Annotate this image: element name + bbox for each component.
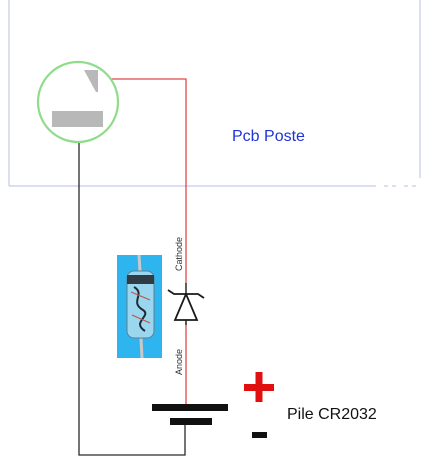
wires (78, 78, 187, 456)
pcb-outline (8, 0, 421, 187)
pcb-label: Pcb Poste (232, 128, 305, 145)
glass-diode-photo-icon (117, 254, 162, 359)
switch-circle (36, 60, 120, 144)
switch-lower-contact (52, 111, 103, 127)
cathode-label: Cathode (174, 237, 184, 271)
reed-switch-icon (36, 60, 120, 144)
diode-photo-lead-bottom (139, 337, 144, 359)
switch-upper-contact (84, 70, 98, 92)
diode-photo-lead-top (137, 254, 142, 272)
positive-wire (95, 78, 187, 284)
battery-symbol-icon (152, 404, 228, 425)
plus-sign-icon (244, 372, 274, 402)
anode-label: Anode (174, 349, 184, 375)
negative-wire (78, 127, 186, 456)
battery-negative-plate (170, 418, 212, 425)
diode-triangle (173, 291, 199, 321)
diode-photo-band (127, 275, 154, 284)
zener-diode-symbol-icon (167, 283, 205, 325)
diode-photo-internal-glint (130, 291, 151, 324)
battery-label: Pile CR2032 (287, 406, 377, 423)
diode-photo-internal-wire (133, 286, 147, 332)
minus-sign-icon (252, 432, 267, 438)
battery-positive-plate (152, 404, 228, 411)
